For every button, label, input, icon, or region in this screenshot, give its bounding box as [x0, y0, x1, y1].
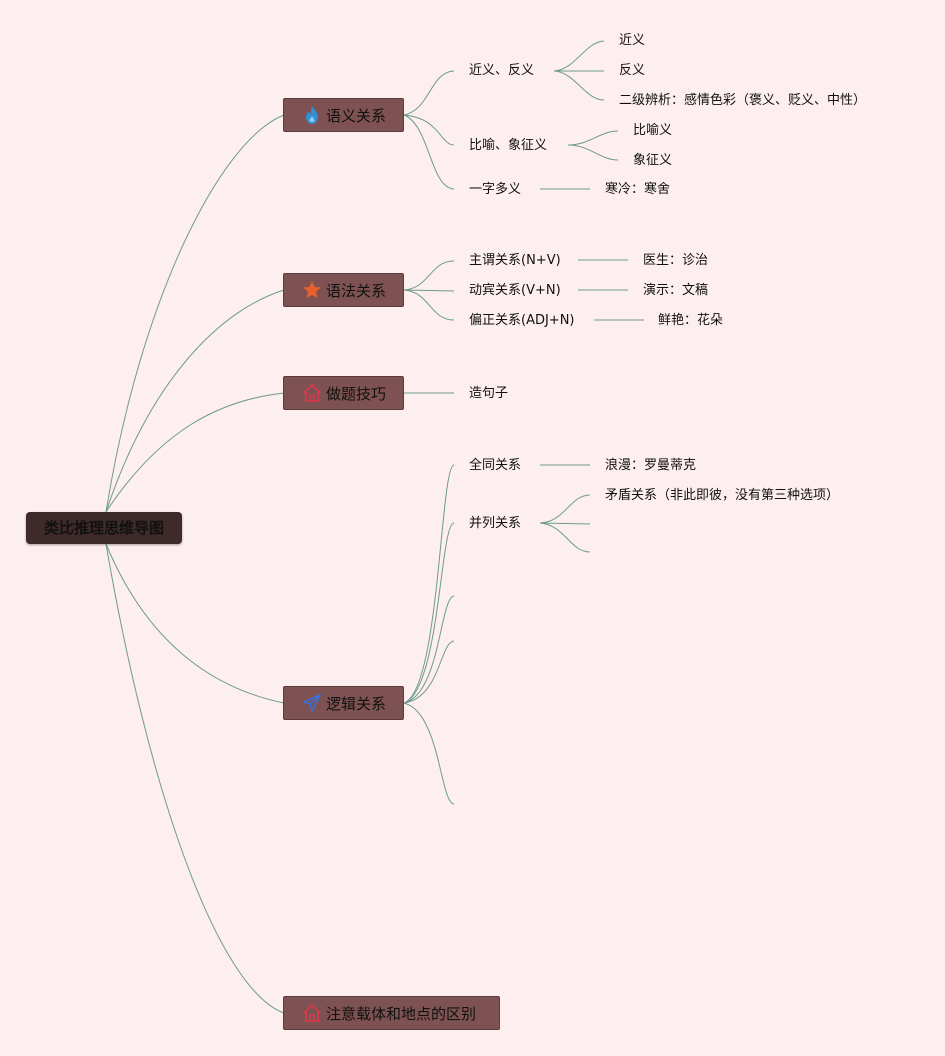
branch-semantic-relation[interactable]: 语义关系: [283, 98, 404, 132]
fire-icon: [302, 105, 322, 125]
branch-label: 语法关系: [326, 281, 387, 300]
topic-polysemy[interactable]: 一字多义: [469, 182, 522, 197]
connector-root-grammar: [105, 289, 285, 513]
branch-label: 语义关系: [326, 106, 387, 125]
topic-contradiction-relation[interactable]: 矛盾关系（非此即彼，没有第三种选项）: [605, 488, 840, 503]
star-icon: [302, 280, 322, 300]
connector-root-carrier: [105, 543, 285, 1014]
topic-verb-object-example[interactable]: 演示：文稿: [643, 283, 709, 298]
topic-make-sentence[interactable]: 造句子: [469, 386, 509, 401]
topic-subject-predicate-example[interactable]: 医生：诊治: [643, 253, 709, 268]
topic-identity-example[interactable]: 浪漫：罗曼蒂克: [605, 458, 697, 473]
connector-root-logic: [105, 543, 285, 704]
branch-label: 做题技巧: [326, 384, 387, 403]
branch-logic-relation[interactable]: 逻辑关系: [283, 686, 404, 720]
connector-root-tips: [105, 392, 285, 513]
topic-subject-predicate[interactable]: 主谓关系(N+V): [469, 253, 561, 268]
topic-metaphor-symbolic[interactable]: 比喻、象征义: [469, 138, 548, 153]
topic-symbolic-meaning[interactable]: 象征义: [633, 153, 673, 168]
topic-synonym-antonym[interactable]: 近义、反义: [469, 63, 535, 78]
topic-modifier-head-example[interactable]: 鲜艳：花朵: [658, 313, 724, 328]
topic-metaphorical-meaning[interactable]: 比喻义: [633, 123, 673, 138]
house-icon: [302, 383, 322, 403]
paper-plane-icon: [302, 693, 322, 713]
house-icon: [302, 1003, 322, 1023]
branch-tips[interactable]: 做题技巧: [283, 376, 404, 410]
topic-verb-object[interactable]: 动宾关系(V+N): [469, 283, 561, 298]
branch-grammar-relation[interactable]: 语法关系: [283, 273, 404, 307]
topic-polysemy-example[interactable]: 寒冷：寒舍: [605, 182, 671, 197]
topic-secondary-analysis[interactable]: 二级辨析：感情色彩（褒义、贬义、中性）: [619, 93, 867, 108]
root-topic[interactable]: 类比推理思维导图: [26, 512, 182, 544]
branch-label: 注意载体和地点的区别: [326, 1004, 477, 1023]
branch-label: 逻辑关系: [326, 694, 387, 713]
topic-parallel-relation[interactable]: 并列关系: [469, 516, 522, 531]
topic-synonym[interactable]: 近义: [619, 33, 646, 48]
topic-identity-relation[interactable]: 全同关系: [469, 458, 522, 473]
branch-carrier-vs-location[interactable]: 注意载体和地点的区别: [283, 996, 500, 1030]
topic-modifier-head[interactable]: 偏正关系(ADJ+N): [469, 313, 575, 328]
connector-root-semantic: [105, 114, 285, 513]
topic-antonym[interactable]: 反义: [619, 63, 646, 78]
